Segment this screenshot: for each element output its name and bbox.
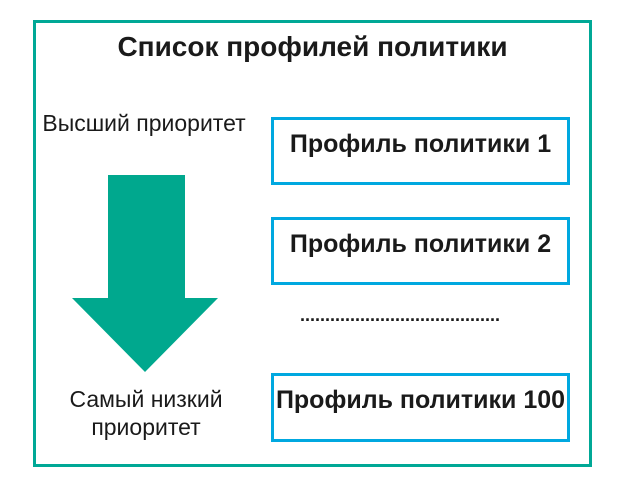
policy-profile-box-100: Профиль политики 100 — [271, 373, 570, 442]
policy-profile-box-2: Профиль политики 2 — [271, 217, 570, 285]
policy-profile-100-label: Профиль политики 100 — [275, 386, 566, 414]
policy-profile-1-label: Профиль политики 1 — [289, 130, 552, 158]
policy-profile-box-1: Профиль политики 1 — [271, 117, 570, 185]
highest-priority-label: Высший приоритет — [42, 110, 246, 136]
priority-down-arrow-icon — [72, 175, 218, 372]
ellipsis-dots: ........................................ — [300, 305, 501, 325]
diagram-title: Список профилей политики — [117, 31, 508, 62]
lowest-priority-label: Самый низкий приоритет — [69, 386, 223, 440]
policy-profile-2-label: Профиль политики 2 — [289, 230, 552, 258]
